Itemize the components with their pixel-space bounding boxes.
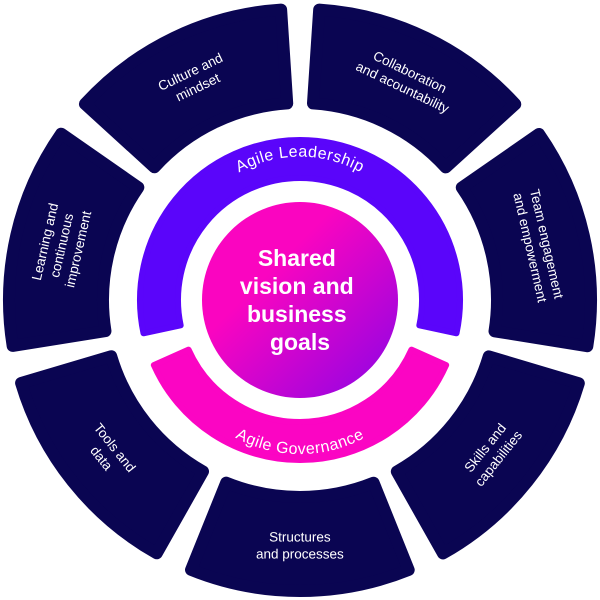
segment-shape (306, 3, 522, 174)
segment-structures: Structures and processes (185, 476, 415, 597)
segment-shape (3, 127, 145, 352)
center-line-1: Shared (258, 245, 336, 271)
segment-tools: Tools anddata (15, 350, 210, 560)
agile-governance-band (150, 346, 450, 463)
segment-label-line: and processes (256, 546, 344, 561)
segment-team: Team engagementand empowerment (455, 127, 597, 353)
shared-vision-circle (202, 202, 398, 398)
segment-culture: Culture andmindset (78, 3, 294, 174)
segment-shape (15, 350, 210, 560)
segment-shape (390, 350, 585, 560)
shared-vision-label: Shared vision and business goals (240, 245, 360, 355)
segment-shape (185, 476, 415, 597)
center-line-4: goals (270, 329, 330, 355)
center-line-3: business (247, 301, 347, 327)
center-line-2: vision and (240, 273, 354, 299)
segment-collaboration: Collaborationand acountability (306, 3, 522, 174)
segment-label-line: Structures (269, 529, 331, 544)
segment-shape (78, 3, 294, 174)
segment-learning: Learning andcontinuousimprovement (3, 127, 145, 352)
segment-shape (455, 127, 597, 353)
segment-skills: Skills andcapabilities (390, 350, 585, 560)
segment-label: Structures and processes (256, 529, 344, 561)
agile-leadership-band (137, 137, 463, 337)
